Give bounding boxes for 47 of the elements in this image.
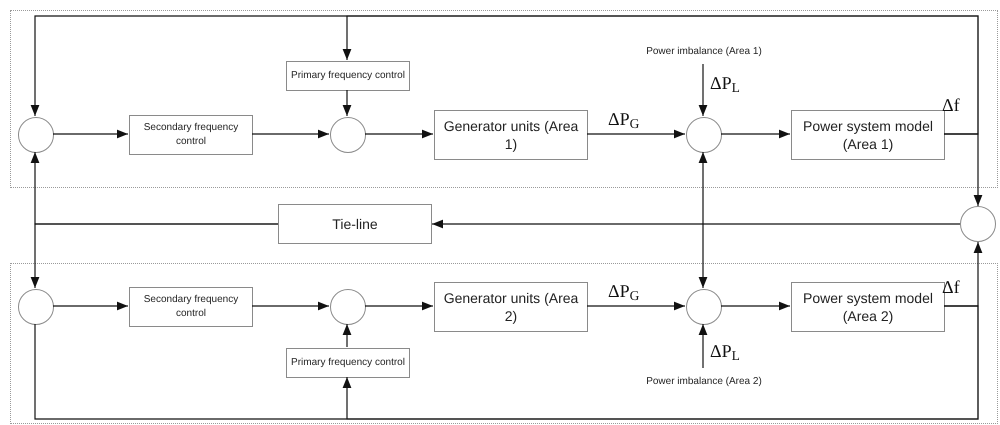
arrow <box>365 302 433 310</box>
arrow <box>698 64 708 116</box>
process-box <box>434 110 588 160</box>
annotation-text: Power imbalance (Area 2) <box>646 375 762 389</box>
arrow <box>698 324 708 368</box>
connector-line <box>34 305 979 420</box>
process-box <box>434 282 588 332</box>
box-label: Generator units (Area 2) <box>443 289 579 325</box>
process-box <box>286 348 410 378</box>
edge-label: ΔP$_{L}$ <box>710 72 740 94</box>
edge-label: ΔP$_{G}$ <box>608 280 640 302</box>
box-label: Tie-line <box>332 215 378 233</box>
arrow <box>587 130 685 138</box>
area-panel <box>10 10 998 188</box>
edge-label: Δf <box>942 94 960 116</box>
box-label: Primary frequency control <box>291 69 405 83</box>
arrow <box>342 15 979 135</box>
arrow <box>53 130 128 138</box>
arrow <box>944 133 982 206</box>
process-box <box>286 61 410 91</box>
process-box <box>129 115 253 155</box>
box-label: Power system model (Area 2) <box>802 289 934 325</box>
arrow <box>53 302 128 310</box>
arrow <box>432 220 960 228</box>
arrow <box>721 302 790 310</box>
edge-label: Δf <box>942 276 960 298</box>
arrow <box>587 302 685 310</box>
box-label: Secondary frequency control <box>142 121 240 149</box>
box-label: Power system model (Area 1) <box>802 117 934 153</box>
process-box <box>278 204 432 244</box>
arrow <box>252 130 329 138</box>
arrow <box>30 223 278 288</box>
arrow <box>342 90 352 116</box>
annotation-text: Power imbalance (Area 1) <box>646 45 762 59</box>
arrow <box>342 324 352 347</box>
edge-label: ΔP$_{L}$ <box>710 340 740 362</box>
area-panel <box>10 263 998 424</box>
process-box <box>791 110 945 160</box>
arrow <box>252 302 329 310</box>
arrow <box>698 152 708 288</box>
box-label: Primary frequency control <box>291 356 405 370</box>
arrow <box>365 130 433 138</box>
process-box <box>129 287 253 327</box>
box-label: Generator units (Area 1) <box>443 117 579 153</box>
box-label: Secondary frequency control <box>142 293 240 321</box>
arrow <box>721 130 790 138</box>
edge-label: ΔP$_{G}$ <box>608 108 640 130</box>
